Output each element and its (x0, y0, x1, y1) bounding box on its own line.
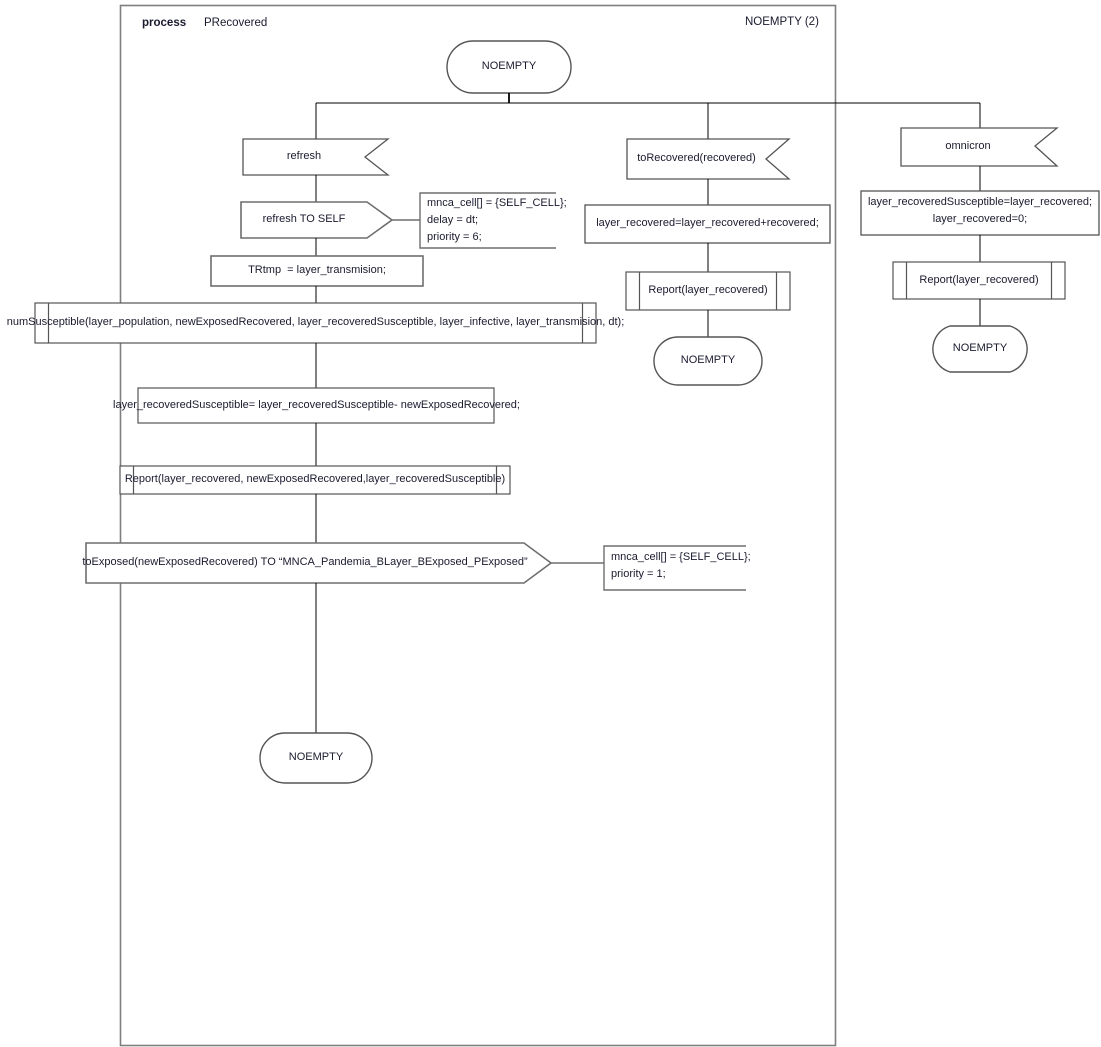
end-state-right-shape (932, 325, 1028, 373)
output-toexposed-label: toExposed(newExposedRecovered) TO “MNCA_… (82, 556, 528, 569)
header-keyword: process (142, 17, 187, 29)
header-right-label: NOEMPTY (2) (745, 16, 819, 28)
procedure-report-right-label: Report(layer_recovered) (919, 273, 1039, 286)
task-omnicron-shape (860, 190, 1100, 236)
comment-2-line-1: mnca_cell[] = {SELF_CELL}; (611, 551, 751, 564)
input-refresh-label: refresh (286, 150, 322, 163)
comment-bracket-2 (603, 545, 746, 591)
input-omnicron-shape (900, 127, 1059, 167)
task-layerrecovered-label: layer_recovered=layer_recovered+recovere… (596, 217, 819, 230)
start-state-shape (446, 40, 572, 94)
task-omnicron-line-1: layer_recoveredSusceptible=layer_recover… (867, 196, 1093, 209)
task-trtmp-shape (210, 255, 424, 287)
task-omnicron-line-2: layer_recovered=0; (932, 213, 1028, 226)
input-omnicron-label: omnicron (945, 140, 991, 153)
task-layerrecovered-shape (584, 204, 831, 244)
procedure-numsusceptible-shape (34, 302, 597, 344)
task-recoveredsusceptible-label: layer_recoveredSusceptible= layer_recove… (113, 398, 520, 411)
procedure-report-mid-label: Report(layer_recovered) (648, 284, 768, 297)
end-state-right-label: NOEMPTY (952, 342, 1008, 355)
header-process-name: PRecovered (204, 17, 268, 29)
output-toexposed-shape (85, 542, 553, 584)
procedure-report-right-shape (892, 261, 1066, 300)
input-torecovered-label: toRecovered(recovered) (637, 152, 756, 165)
task-recoveredsusceptible-shape (137, 387, 495, 424)
comment-1-line-3: priority = 6; (427, 231, 482, 244)
end-state-mid-label: NOEMPTY (680, 354, 736, 367)
procedure-report-left-label: Report(layer_recovered, newExposedRecove… (124, 473, 506, 486)
comment-bracket-1 (419, 192, 556, 249)
procedure-report-mid-shape (625, 271, 791, 311)
task-trtmp-label: TRtmp = layer_transmision; (248, 264, 386, 277)
comment-1-line-2: delay = dt; (427, 214, 479, 227)
input-refresh-shape (242, 138, 390, 176)
procedure-numsusceptible-label: numSusceptible(layer_population, newExpo… (6, 316, 625, 329)
output-refresh-to-self-label: refresh TO SELF (262, 213, 346, 226)
end-state-mid-shape (653, 336, 763, 386)
end-state-left-label: NOEMPTY (288, 751, 344, 764)
end-state-left-shape (259, 732, 373, 784)
procedure-report-left-shape (119, 465, 511, 495)
start-state-label: NOEMPTY (481, 60, 537, 73)
output-refresh-to-self-shape (240, 201, 394, 239)
comment-1-line-1: mnca_cell[] = {SELF_CELL}; (427, 197, 567, 210)
input-torecovered-shape (626, 138, 791, 180)
process-frame (119, 4, 837, 1047)
comment-2-line-2: priority = 1; (611, 568, 666, 581)
